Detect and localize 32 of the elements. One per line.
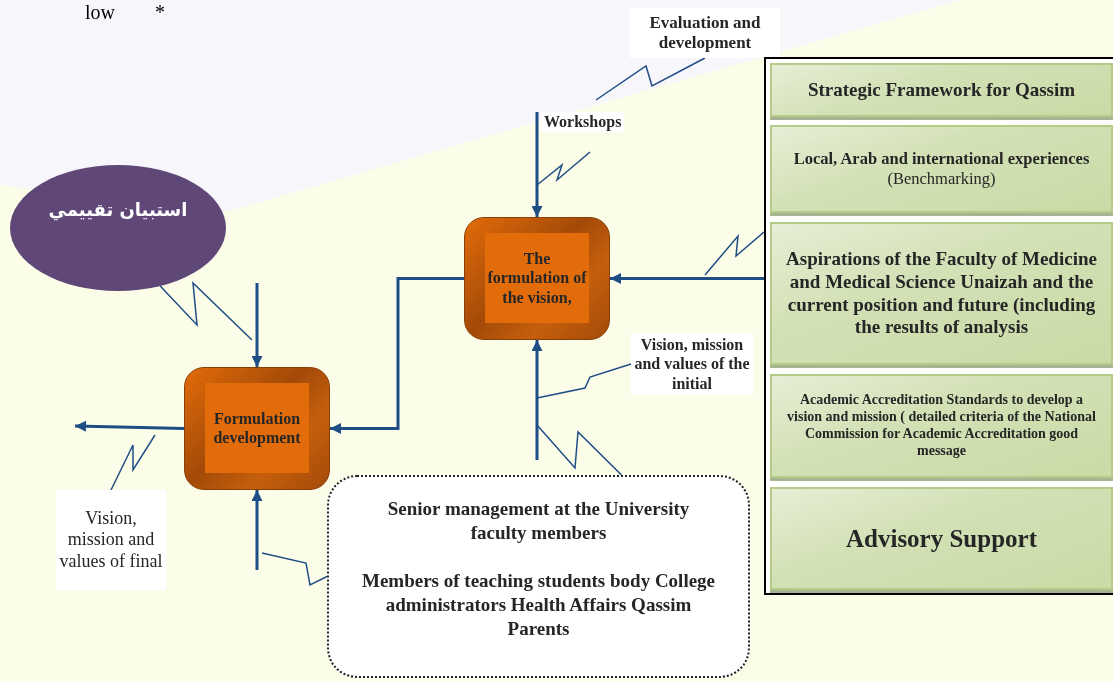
arrow [74,420,185,432]
arrow [251,490,263,570]
callout-label: Evaluation and development [630,8,780,58]
arrow [531,112,543,217]
leader-line [536,363,632,399]
process-box [184,367,330,490]
box-label: The formulation of the vision, [485,233,589,323]
node-label: استبيان تقييمي [48,198,188,220]
callout-label: Vision, mission and values of final [56,490,166,590]
info-box: Advisory Support [770,487,1113,590]
info-box: Academic Accreditation Standards to develop a vision and mission ( detailed criteria of the National Commission for Academic Accreditation good message [770,374,1113,478]
arrow [610,273,764,284]
callout-label: Vision, mission and values of the initial [631,333,753,395]
note-text: * [155,0,165,24]
process-box [464,217,610,340]
panel-frame [764,57,1113,595]
note-text: low [85,0,115,24]
arrow [330,277,464,434]
arrow [251,283,263,367]
stakeholder-box: Senior management at the University faculty members Members of teaching students body College administrators Health Affairs Qassim Parents [327,475,750,678]
arrow [531,340,543,460]
info-box: Local, Arab and international experiences (Benchmarking) [770,125,1113,213]
info-box: Strategic Framework for Qassim [770,63,1113,117]
oval-node [10,165,226,291]
leader-line [159,281,253,341]
leader-line [261,552,328,587]
info-box: Aspirations of the Faculty of Medicine and Medical Science Unaizah and the current position and future (including the results of analysis [770,222,1113,365]
box-label: Formulation development [205,383,309,473]
leader-line [536,424,623,476]
edge-label: Workshops [541,112,625,132]
leader-line [595,57,706,101]
leader-line [110,434,156,491]
